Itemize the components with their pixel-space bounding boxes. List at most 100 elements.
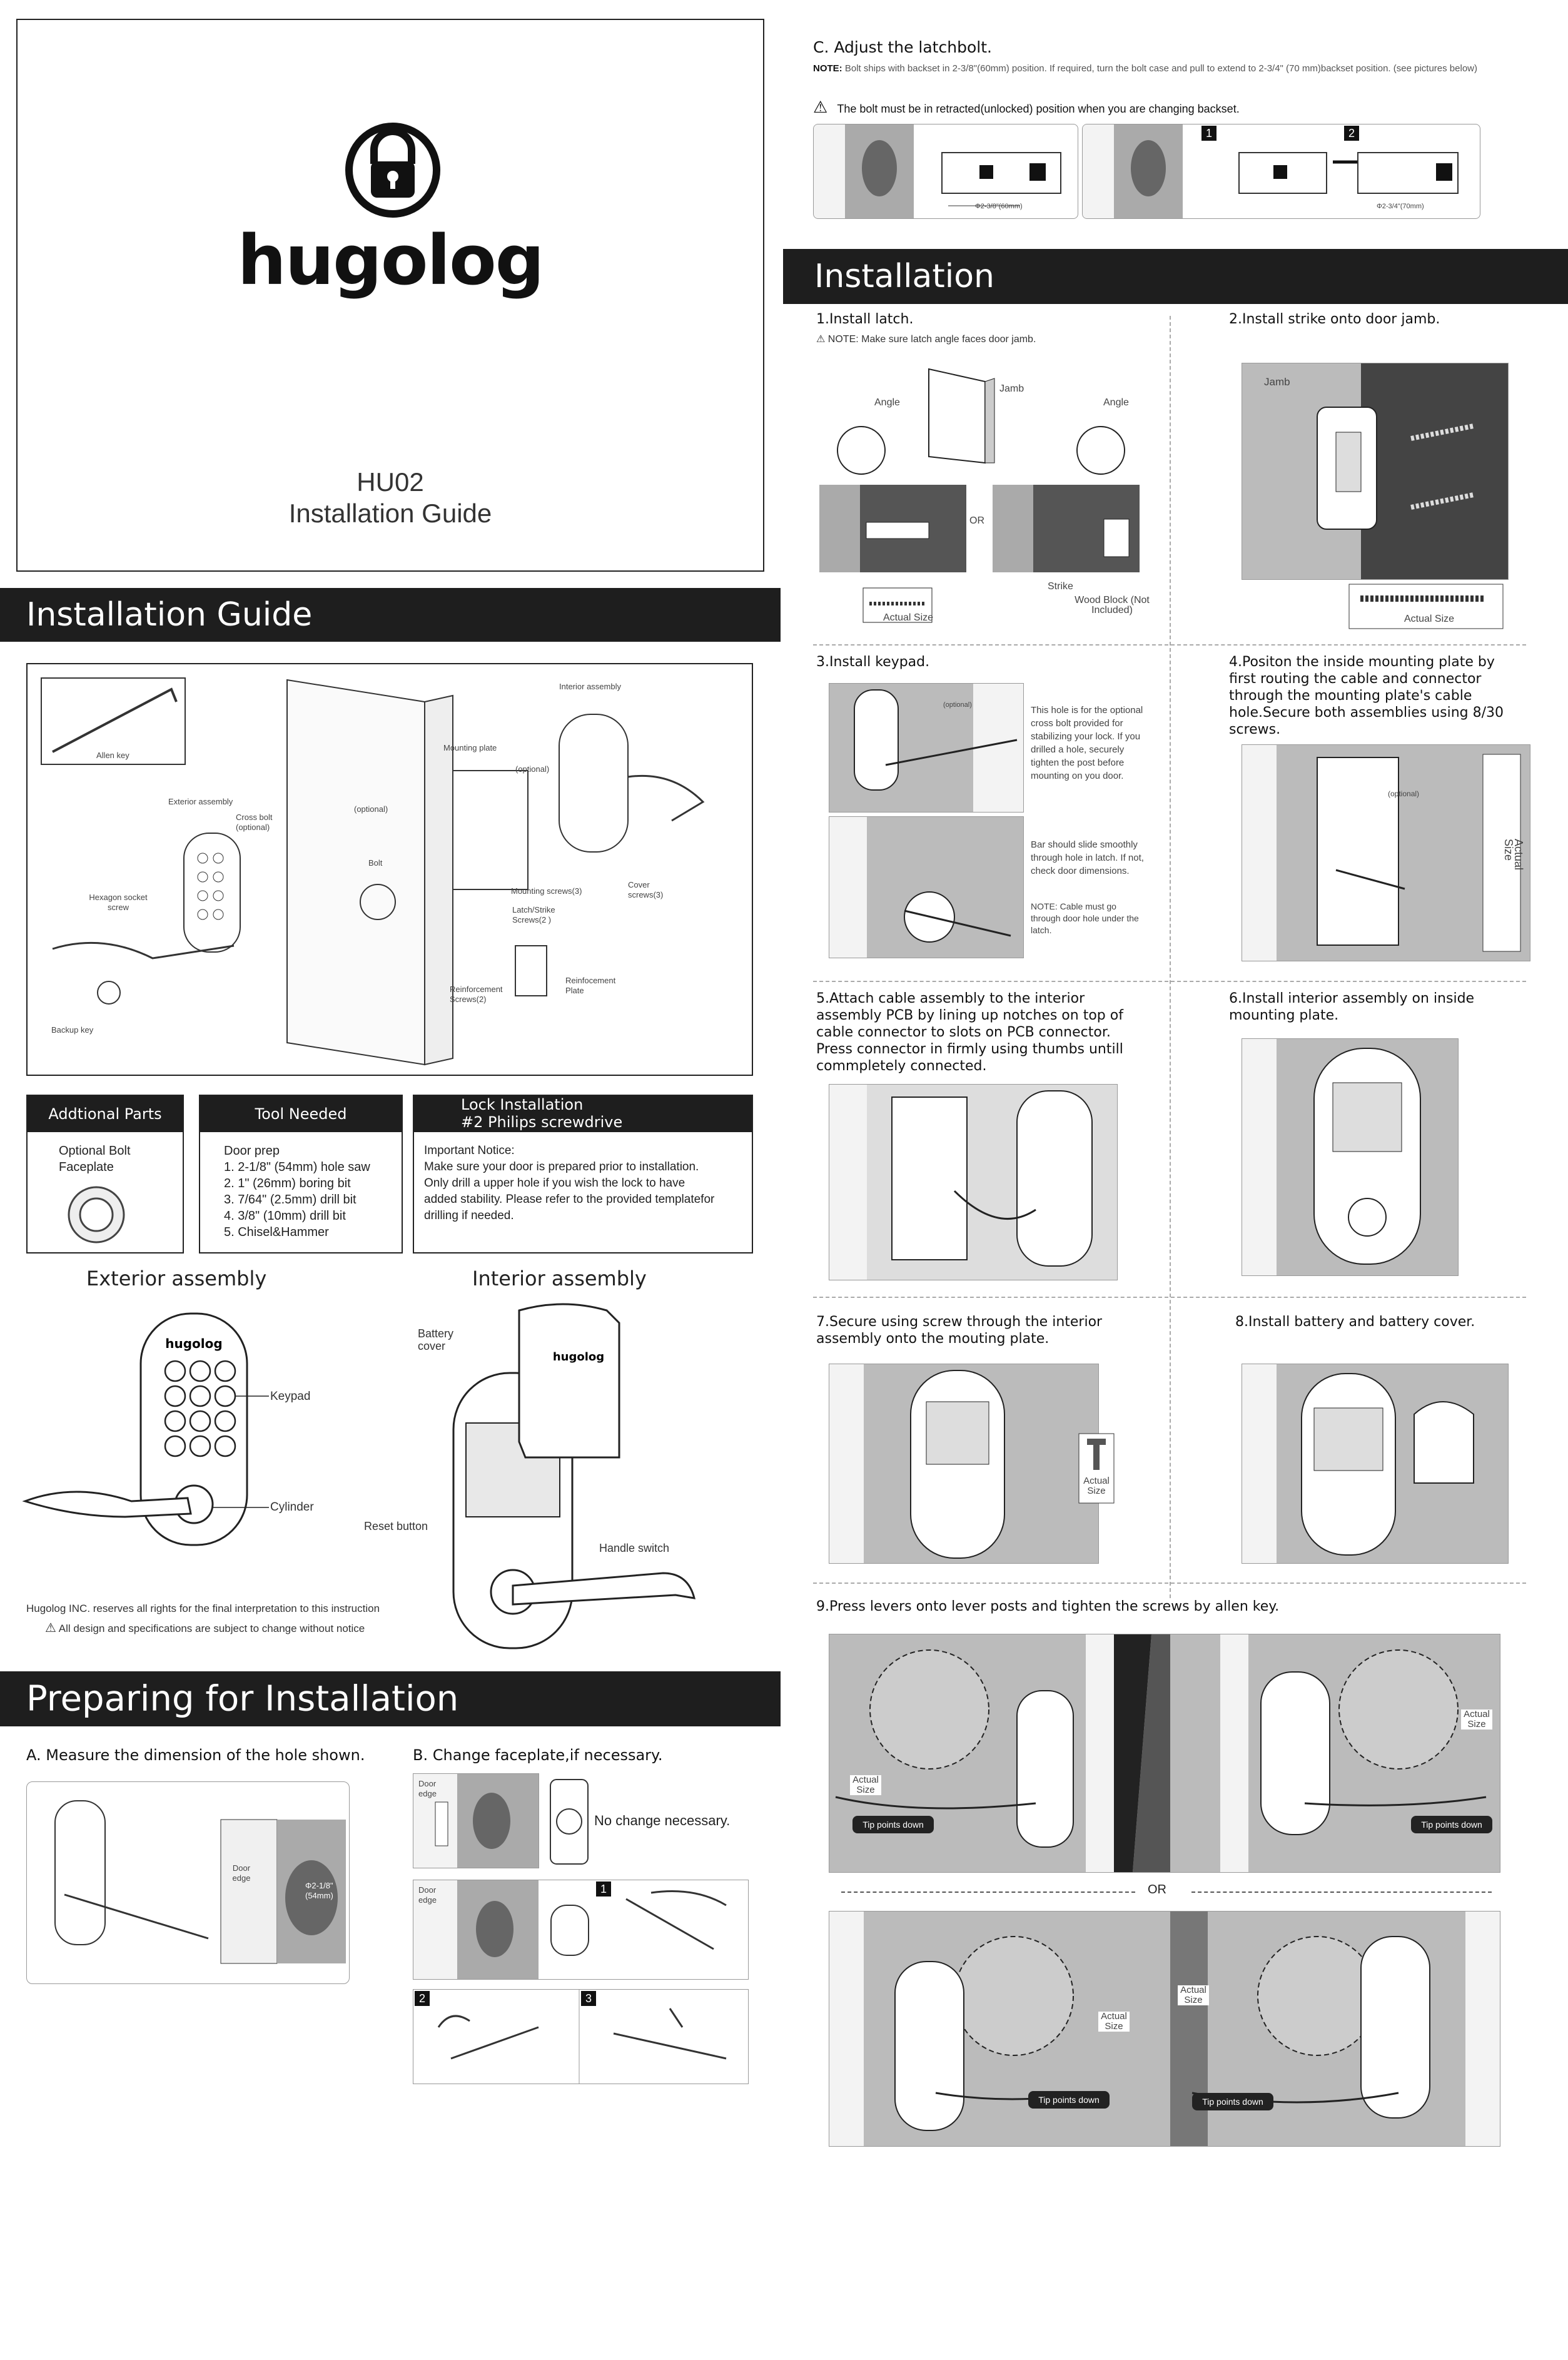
svg-text:hugolog: hugolog (165, 1336, 222, 1351)
label-mounting-plate: Mounting plate (443, 743, 497, 752)
divider (813, 644, 1526, 646)
lever-install-illustration-top: Tip points down Tip points down Actual S… (829, 1634, 1500, 1873)
step-1-note: ⚠ NOTE: Make sure latch angle faces door… (816, 333, 1036, 346)
note-text: NOTE: Make sure latch angle faces door j… (827, 334, 1036, 345)
no-change-text: No change necessary. (594, 1813, 731, 1828)
divider (813, 1583, 1526, 1584)
label-jamb: Jamb (1264, 376, 1290, 388)
install-step-1: 1.Install latch. (816, 311, 914, 327)
label-actual-size: Actual Size (1098, 2012, 1130, 2032)
step-number-badge: 2 (1344, 126, 1359, 141)
tool-item: 2. 1" (26mm) boring bit (224, 1177, 351, 1190)
section-title: Preparing for Installation (26, 1678, 459, 1719)
cover-subtitle: Installation Guide (288, 499, 492, 528)
section-title: Installation (814, 258, 995, 295)
keypad-install-illustration-2 (829, 816, 1024, 958)
adjust-warning: ⚠ The bolt must be in retracted(unlocked… (813, 98, 1240, 117)
strike-install-illustration: Jamb (1242, 363, 1509, 580)
svg-text:hugolog: hugolog (553, 1350, 604, 1364)
install-step-7: 7.Secure using screw through the interio… (816, 1314, 1103, 1347)
label-door-edge: Door edge (418, 1885, 437, 1905)
tools-needed-header: Tool Needed (200, 1096, 402, 1132)
label-angle: Angle (1103, 397, 1129, 408)
notice-line: drilling if needed. (424, 1209, 514, 1222)
label-latch-screws: Latch/Strike Screws(2 ) (512, 905, 555, 924)
battery-install-illustration (1242, 1364, 1509, 1564)
warning-text: The bolt must be in retracted(unlocked) … (837, 103, 1240, 115)
notice-line: Only drill a upper hole if you wish the … (424, 1177, 685, 1190)
label-reinforcement-plate: Reinfocement Plate (565, 976, 616, 995)
label-actual-size: Actual Size (1461, 1709, 1492, 1729)
lock-header-line1: Lock Installation (461, 1096, 584, 1113)
label-mounting-screws: Mounting screws(3) (511, 886, 582, 896)
or-divider-label: OR (1148, 1883, 1166, 1897)
exploded-diagram: Allen key Exterior assembly Cross bolt (… (26, 663, 753, 1076)
faceplate-icon (550, 1779, 589, 1865)
tool-item: 4. 3/8" (10mm) drill bit (224, 1209, 346, 1223)
step-number-badge: 1 (1201, 126, 1216, 141)
install-step-9: 9.Press levers onto lever posts and tigh… (816, 1599, 1280, 1614)
screw-actual-size-icon (1348, 584, 1504, 629)
lock-header-line2: #2 Philips screwdrive (461, 1113, 623, 1131)
label-cross-bolt: Cross bolt (optional) (236, 813, 273, 832)
label-jamb: Jamb (999, 383, 1024, 394)
tool-item: Door prep (224, 1144, 280, 1158)
step-number-badge: 2 (415, 1991, 430, 2006)
step-number-badge: 3 (581, 1991, 596, 2006)
label-actual-size: Actual Size (1083, 1476, 1110, 1496)
additional-parts-header: Addtional Parts (28, 1096, 183, 1132)
label-handle-switch: Handle switch (599, 1542, 670, 1554)
warning-icon: ⚠ (813, 98, 828, 116)
label-hex-screw: Hexagon socket screw (89, 893, 148, 912)
interior-assembly-drawing: hugolog (452, 1303, 696, 1649)
label-wood-block: Wood Block (Not Included) (1075, 595, 1150, 615)
interior-install-illustration (1242, 1038, 1459, 1276)
lock-logo-icon (345, 123, 440, 218)
prep-step-b: B. Change faceplate,if necessary. (413, 1746, 663, 1764)
faceplate-ok-illustration: Door edge (413, 1773, 539, 1868)
divider (1170, 316, 1171, 1598)
label-or: OR (969, 515, 984, 526)
rights-footnote: Hugolog INC. reserves all rights for the… (26, 1603, 380, 1614)
screw-actual-size-icon (1078, 1433, 1115, 1504)
label-optional-door: (optional) (354, 804, 388, 814)
install-step-2: 2.Install strike onto door jamb. (1229, 311, 1440, 327)
exterior-assembly-drawing: hugolog (22, 1312, 269, 1546)
note-label: NOTE: (813, 63, 842, 74)
label-hole-size: Φ2-1/8" (54mm) (305, 1881, 333, 1900)
label-battery-cover: Battery cover (418, 1327, 454, 1352)
section-bar-preparing: Preparing for Installation (0, 1671, 781, 1726)
prep-step-a: A. Measure the dimension of the hole sho… (26, 1746, 365, 1764)
note-text: Bolt ships with backset in 2-3/8"(60mm) … (844, 63, 1477, 74)
additional-parts-box: Addtional Parts Optional Bolt Faceplate (26, 1095, 184, 1253)
cable-connect-illustration (829, 1084, 1118, 1280)
section-title: Installation Guide (26, 596, 313, 634)
tip-points-down-badge: Tip points down (1411, 1816, 1492, 1833)
label-backup-key: Backup key (51, 1025, 94, 1035)
warning-footnote: ⚠ All design and specifications are subj… (45, 1620, 365, 1636)
notice-line: Make sure your door is prepared prior to… (424, 1160, 699, 1173)
label-reset-button: Reset button (364, 1520, 428, 1532)
label-actual-size-vertical: Actual Size (1502, 839, 1525, 871)
keypad-install-illustration-1: (optional) (829, 683, 1024, 813)
label-exterior-assembly: Exterior assembly (168, 797, 233, 806)
tool-item: 5. Chisel&Hammer (224, 1225, 329, 1239)
faceplate-ring-icon (68, 1186, 125, 1243)
additional-item: Optional Bolt (59, 1144, 131, 1158)
label-actual-size: Actual Size (850, 1775, 881, 1795)
or-divider: OR (841, 1883, 1492, 1902)
cable-note: NOTE: Cable must go through door hole un… (1031, 901, 1139, 935)
warning-icon: ⚠ (45, 1621, 56, 1635)
label-optional: (optional) (1388, 789, 1420, 798)
install-step-6: 6.Install interior assembly on inside mo… (1229, 991, 1475, 1023)
tip-points-down-badge: Tip points down (1028, 2091, 1110, 2109)
install-step-4: 4.Positon the inside mounting plate by f… (1229, 654, 1504, 737)
install-step-3: 3.Install keypad. (816, 654, 930, 670)
tool-item: 3. 7/64" (2.5mm) drill bit (224, 1193, 357, 1207)
lever-install-illustration-bottom: Tip points down Tip points down Actual S… (829, 1911, 1500, 2147)
dimension-label: Φ2-3/4"(70mm) (1377, 203, 1424, 210)
cover-panel: hugolog HU02 Installation Guide (16, 19, 764, 572)
lock-installation-header: Lock Installation #2 Philips screwdrive (414, 1096, 752, 1132)
label-optional: (optional) (943, 701, 972, 709)
label-cover-screws: Cover screws(3) (628, 880, 664, 899)
